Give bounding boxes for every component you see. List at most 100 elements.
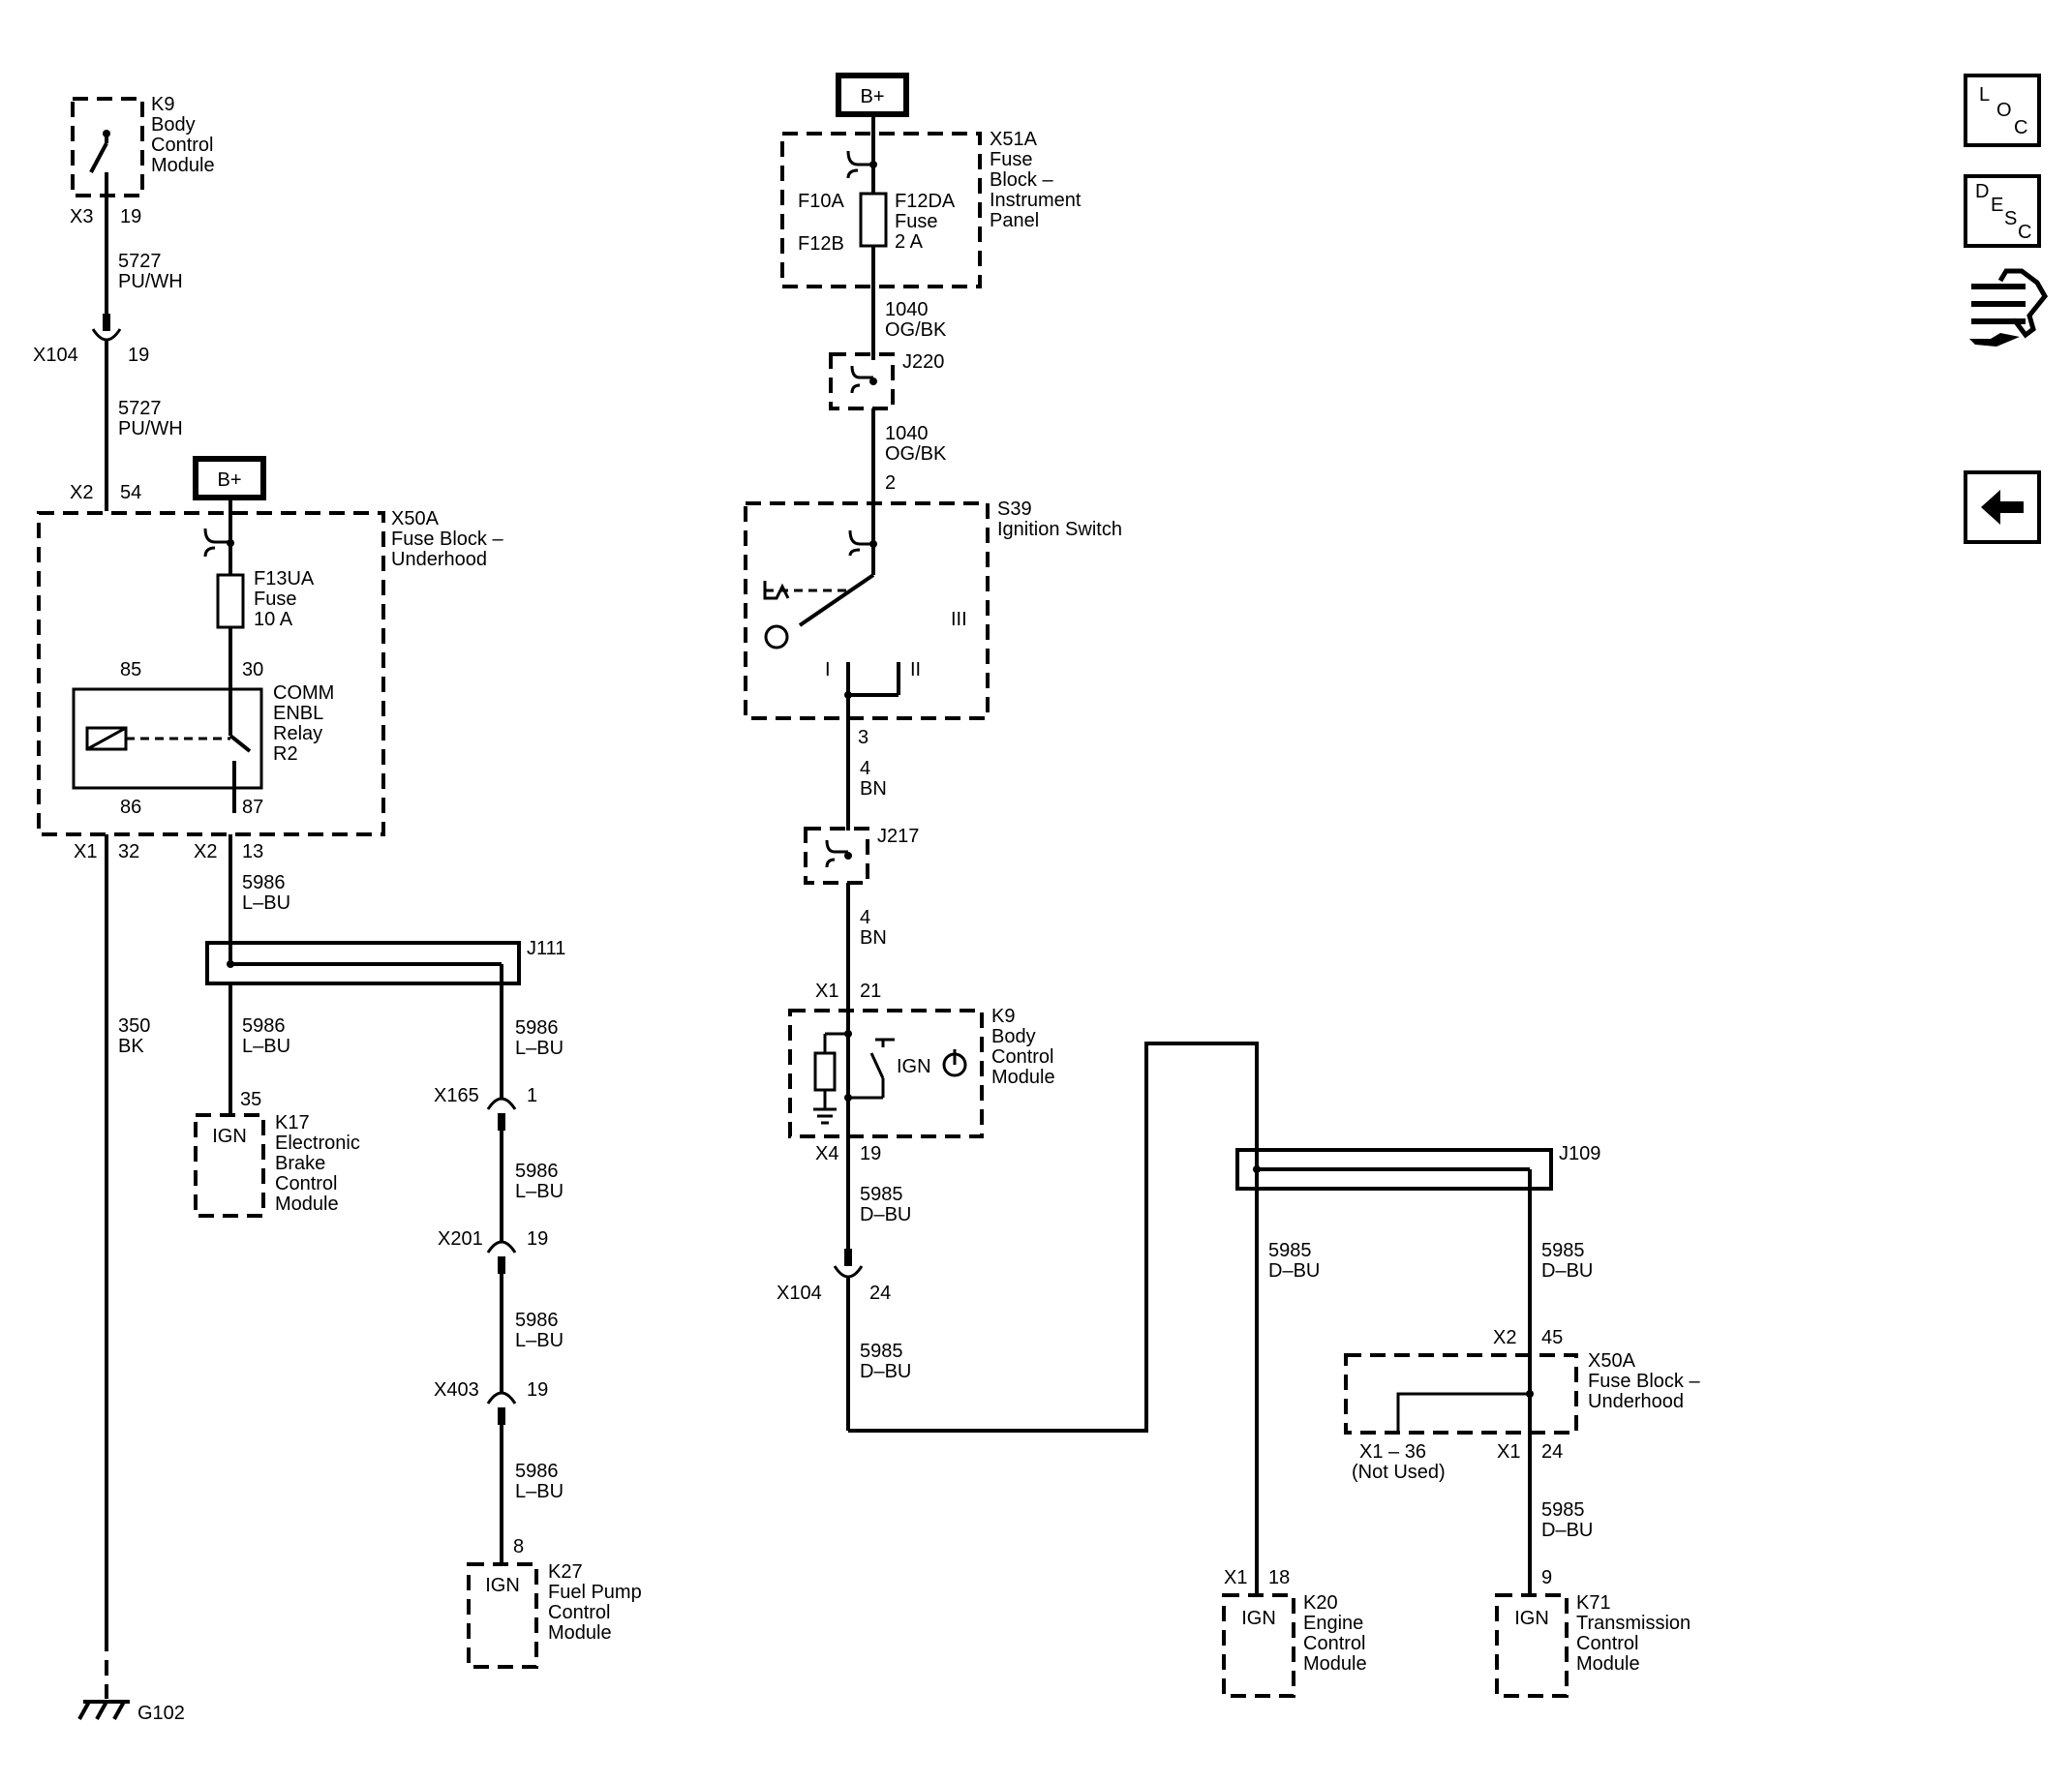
k17-id: K17 xyxy=(275,1112,310,1133)
ign-position-ii: II xyxy=(910,659,921,680)
k9-body-control-module-center: IGN K9 Body Control Module xyxy=(788,1006,1055,1138)
x403-pin: 19 xyxy=(527,1379,548,1401)
k71-id: K71 xyxy=(1576,1592,1611,1614)
f12da-id: F12DA xyxy=(895,191,956,212)
wire-5985-b-number: 5985 xyxy=(860,1341,903,1362)
location-view-button[interactable]: L O C xyxy=(1964,74,2041,147)
k20-pin: 18 xyxy=(1268,1567,1290,1588)
relay-label-4: R2 xyxy=(273,743,298,765)
wire-5985-e-color: D–BU xyxy=(1541,1520,1593,1541)
k20-engine-control-module: IGN K20 Engine Control Module xyxy=(1222,1592,1367,1698)
x50a-right-x1-label: X1 xyxy=(1497,1441,1520,1463)
s39-ignition-switch: I II III S39 Ignition Switch xyxy=(744,499,1122,720)
x50a-right-x2-pin: 45 xyxy=(1541,1327,1563,1348)
k27-label-2: Control xyxy=(548,1602,610,1623)
x104-center-label: X104 xyxy=(777,1283,822,1304)
x3-label: X3 xyxy=(70,206,93,227)
x50a-right-x1-pin: 24 xyxy=(1541,1441,1563,1463)
wire-1040-a-number: 1040 xyxy=(885,299,929,320)
x403-label: X403 xyxy=(434,1379,479,1401)
desc-letter-c: C xyxy=(2018,222,2031,243)
k20-id: K20 xyxy=(1303,1592,1338,1614)
wire-5985-b-color: D–BU xyxy=(860,1361,911,1382)
wire-5986-a-color: L–BU xyxy=(242,892,290,914)
j217-label: J217 xyxy=(877,826,919,847)
k17-label-1: Electronic xyxy=(275,1133,360,1154)
x51a-fuse-block-instrument-panel: F10A F12B F12DA Fuse 2 A X51A Fuse Block… xyxy=(780,129,1082,288)
wire-5986-d-number: 5986 xyxy=(515,1161,559,1182)
j220-label: J220 xyxy=(902,351,944,373)
wire-5985-a-number: 5985 xyxy=(860,1184,903,1205)
connector-x104-center: X104 24 xyxy=(777,1249,891,1304)
k20-label-2: Control xyxy=(1303,1633,1365,1654)
x50a-fuse-block-right: X50A Fuse Block – Underhood xyxy=(1344,1350,1700,1435)
k17-label-2: Brake xyxy=(275,1153,325,1174)
f13ua-rating: 10 A xyxy=(254,609,293,630)
back-arrow-button[interactable] xyxy=(1964,470,2041,544)
wire-4-a-color: BN xyxy=(860,778,887,800)
k20-connector-label: X1 xyxy=(1224,1567,1247,1588)
splice-j217: J217 xyxy=(804,826,919,885)
x2-top-pin: 54 xyxy=(120,482,141,503)
k17-label-3: Control xyxy=(275,1173,337,1194)
x3-pin: 19 xyxy=(120,206,141,227)
desc-letter-d: D xyxy=(1975,181,1989,202)
wire-5986-e-number: 5986 xyxy=(515,1310,559,1331)
wire-4-b-number: 4 xyxy=(860,907,870,928)
connector-x104-left xyxy=(91,314,122,342)
k9-body-control-module-top: K9 Body Control Module xyxy=(71,94,215,205)
relay-pin-86: 86 xyxy=(120,797,141,818)
k27-fuel-pump-control-module: IGN K27 Fuel Pump Control Module xyxy=(467,1561,642,1669)
wire-1040-b-number: 1040 xyxy=(885,423,929,444)
k9-id: K9 xyxy=(151,94,174,115)
x165-label: X165 xyxy=(434,1085,479,1106)
wire-5985-route xyxy=(848,1042,1259,1433)
k71-pin: 9 xyxy=(1541,1567,1552,1588)
connector-end-view-icon[interactable] xyxy=(1969,268,2049,347)
wire-5727-upper-number: 5727 xyxy=(118,251,162,272)
k9-x1-label: X1 xyxy=(815,981,838,1002)
x50a-x1-pin: 32 xyxy=(118,841,139,862)
x104-left-label: X104 xyxy=(33,345,78,366)
x51a-label-1: Fuse xyxy=(990,149,1032,170)
connector-x201: X201 19 xyxy=(438,1228,548,1274)
x50a-left-label-2: Underhood xyxy=(391,549,487,570)
f10a-label: F10A xyxy=(798,191,844,212)
k9-x1-pin: 21 xyxy=(860,981,881,1002)
desc-letter-s: S xyxy=(2004,208,2017,229)
x51a-label-3: Instrument xyxy=(990,190,1082,211)
k27-id: K27 xyxy=(548,1561,583,1583)
k20-ign-label: IGN xyxy=(1241,1608,1276,1629)
j111-label: J111 xyxy=(527,938,565,959)
description-view-button[interactable]: D E S C xyxy=(1964,174,2041,248)
loc-letter-l: L xyxy=(1979,84,1990,106)
k27-label-3: Module xyxy=(548,1622,612,1644)
s39-pin-2: 2 xyxy=(885,472,896,494)
connector-x165: X165 1 xyxy=(434,1085,537,1131)
x50a-right-x2-label: X2 xyxy=(1493,1327,1516,1348)
wire-5986-f-color: L–BU xyxy=(515,1481,564,1502)
wire-5727-lower-number: 5727 xyxy=(118,398,162,419)
ign-position-iii: III xyxy=(951,609,967,630)
relay-label-1: COMM xyxy=(273,682,334,704)
x104-center-pin: 24 xyxy=(869,1283,891,1304)
x50a-right-id: X50A xyxy=(1588,1350,1636,1372)
wire-5727-lower-color: PU/WH xyxy=(118,418,183,439)
k27-pin: 8 xyxy=(513,1536,524,1557)
k71-label-1: Transmission xyxy=(1576,1613,1691,1634)
wire-1040-a-color: OG/BK xyxy=(885,319,947,341)
k9-center-label-1: Body xyxy=(991,1026,1036,1047)
wire-5727-upper-color: PU/WH xyxy=(118,271,183,292)
k27-ign-label: IGN xyxy=(485,1575,520,1596)
wire-5985-d-color: D–BU xyxy=(1541,1260,1593,1282)
s39-pin-3: 3 xyxy=(858,727,868,748)
desc-letter-e: E xyxy=(1991,195,2003,216)
k9-ign-label: IGN xyxy=(897,1056,931,1077)
k17-electronic-brake-control-module: IGN K17 Electronic Brake Control Module xyxy=(194,1112,360,1218)
f12da-label: Fuse xyxy=(895,211,937,232)
x201-pin: 19 xyxy=(527,1228,548,1250)
wire-5985-c-number: 5985 xyxy=(1268,1240,1312,1261)
k20-label-1: Engine xyxy=(1303,1613,1363,1634)
s39-label-1: Ignition Switch xyxy=(997,519,1122,540)
